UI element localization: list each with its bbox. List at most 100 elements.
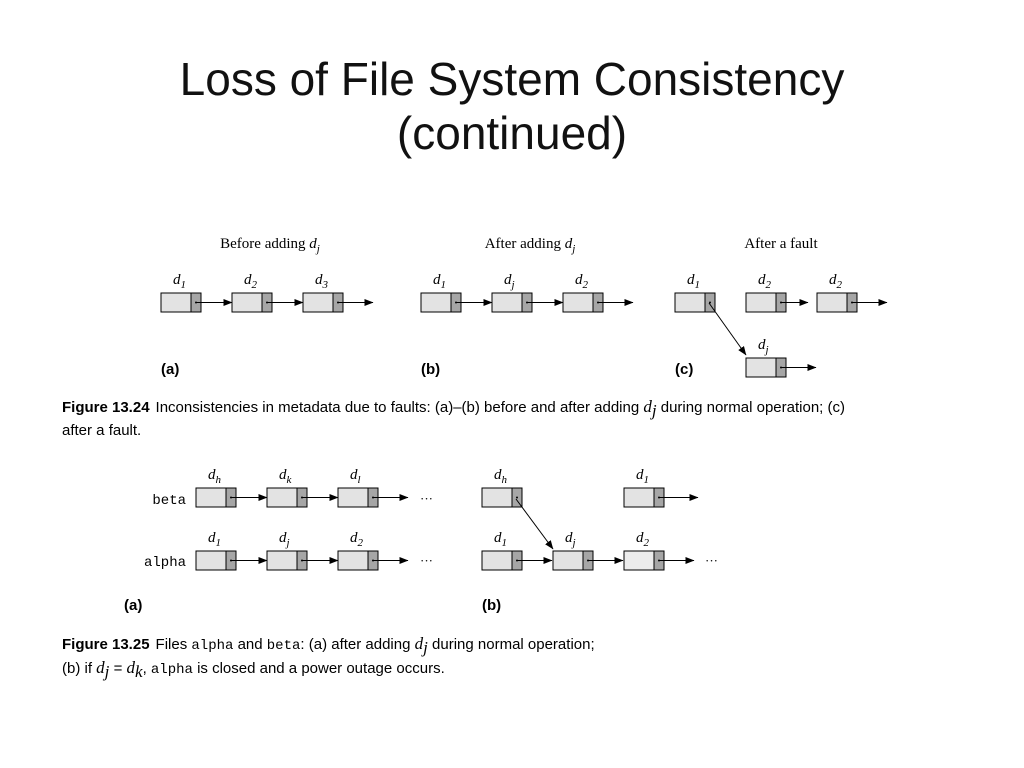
disk-block: d1 (481, 530, 553, 571)
fig25-b-pointer-arrow (515, 498, 554, 550)
slide-title: Loss of File System Consistency (continu… (0, 52, 1024, 160)
fig25-panel-b: dh d1 d1 dj d2 ··· (b) (481, 467, 718, 614)
fig25-caption-label: Figure 13.25 (62, 636, 150, 653)
fig25-caption-t4: during normal operation; (427, 636, 595, 653)
block-label: dj (565, 530, 576, 549)
slide-title-line-1: Loss of File System Consistency (179, 53, 845, 105)
fig25-caption-t1: Files (155, 636, 192, 653)
block-label: dk (279, 467, 293, 486)
fig24-caption-var: d (643, 397, 652, 416)
slide-title-line-2: (continued) (396, 107, 628, 159)
fig25-caption-t3: : (a) after adding (300, 636, 415, 653)
block-label: dj (504, 272, 515, 291)
block-label: d1 (636, 467, 649, 486)
disk-block: dj (266, 530, 339, 571)
pointer-dot (516, 496, 518, 499)
block-custom: d1 (481, 530, 553, 571)
fig24-panel-c: After a fault d1 d2 d2 dj (c) (674, 236, 888, 378)
fig25-caption-eq-sub1: j (104, 662, 110, 681)
block-label: d2 (350, 530, 364, 549)
fig25-caption-t5: (b) if (62, 660, 97, 677)
block-label: d2 (829, 272, 843, 291)
block-custom: d2 (816, 272, 888, 313)
row-label-beta: beta (152, 493, 186, 509)
alpha-ellipsis: ··· (420, 553, 433, 568)
disk-block: d1 (160, 272, 233, 313)
fig25-caption-eq-op: = (109, 660, 127, 677)
disk-block: d1 (623, 467, 699, 508)
fig24-panel-b: After adding dj d1 dj d2 (b) (420, 236, 634, 378)
disk-block: d2 (231, 272, 304, 313)
disk-block: d2 (562, 272, 634, 313)
fig25-caption-t6: , (142, 660, 151, 677)
disk-block: d2 (745, 272, 809, 313)
fig24-c-fault-arrow (708, 302, 747, 356)
block-label: dj (758, 337, 769, 356)
fig25-caption-code-alpha: alpha (191, 638, 234, 654)
block-label: dh (494, 467, 508, 486)
fig25-a-tag: (a) (124, 597, 142, 614)
fig24-caption-text-2: during normal operation; (c) (656, 399, 846, 416)
fig25-caption-sub: j (423, 638, 428, 657)
block-label: d1 (433, 272, 446, 291)
block-label: d1 (208, 530, 221, 549)
fig25-b-ellipsis: ··· (705, 553, 718, 568)
disk-block: d2 (623, 530, 695, 571)
block-label: d1 (173, 272, 186, 291)
block-label: d1 (494, 530, 507, 549)
disk-block: d1 (195, 530, 268, 571)
fig24-a-heading: Before adding dj (220, 236, 320, 255)
disk-block: d2 (816, 272, 888, 313)
disk-block: dj (491, 272, 564, 313)
block-custom: d2 (623, 530, 695, 571)
block-label: dl (350, 467, 361, 486)
fig24-caption-label: Figure 13.24 (62, 399, 150, 416)
block-label: d2 (244, 272, 258, 291)
block-label: dj (279, 530, 290, 549)
fig25-caption-code-beta: beta (266, 638, 301, 654)
beta-ellipsis: ··· (420, 491, 433, 506)
block-custom: d1 (674, 272, 716, 313)
block-label: d1 (687, 272, 700, 291)
fig25-caption-eq-sub2: k (135, 662, 143, 681)
disk-block: d2 (337, 530, 409, 571)
disk-block: dk (266, 467, 339, 508)
block-custom: d1 (623, 467, 699, 508)
disk-block: dj (745, 337, 817, 378)
block-label: d2 (758, 272, 772, 291)
disk-block: dj (552, 530, 624, 571)
fig25-caption-code-alpha2: alpha (150, 662, 193, 678)
block-group: d1 dj d2 (420, 272, 634, 313)
fig25-caption-eq-var1: d (96, 658, 105, 677)
fig24-c-tag: (c) (675, 361, 693, 378)
row-label-alpha: alpha (144, 555, 186, 571)
fig25-caption-eq-var2: d (126, 658, 136, 677)
fig25-caption-t7: is closed and a power outage occurs. (192, 660, 445, 677)
fig24-caption-text-1: Inconsistencies in metadata due to fault… (155, 399, 644, 416)
block-label: d2 (575, 272, 589, 291)
block-custom: d2 (745, 272, 809, 313)
disk-block: d1 (420, 272, 493, 313)
fig24-caption-sub: j (651, 401, 657, 420)
fig24-a-tag: (a) (161, 361, 179, 378)
disk-block: d1 (674, 272, 716, 313)
fig24-b-heading: After adding dj (485, 236, 576, 255)
fig24-b-tag: (b) (421, 361, 440, 378)
block-custom: dj (552, 530, 624, 571)
disk-block: dh (195, 467, 268, 508)
disk-block: dh (481, 467, 523, 508)
fig24-c-heading: After a fault (744, 236, 818, 252)
block-custom: dh (481, 467, 523, 508)
disk-block: dl (337, 467, 409, 508)
block-custom: dj (745, 337, 817, 378)
fig24-caption-text-3: after a fault. (62, 422, 142, 439)
fig25-b-tag: (b) (482, 597, 501, 614)
